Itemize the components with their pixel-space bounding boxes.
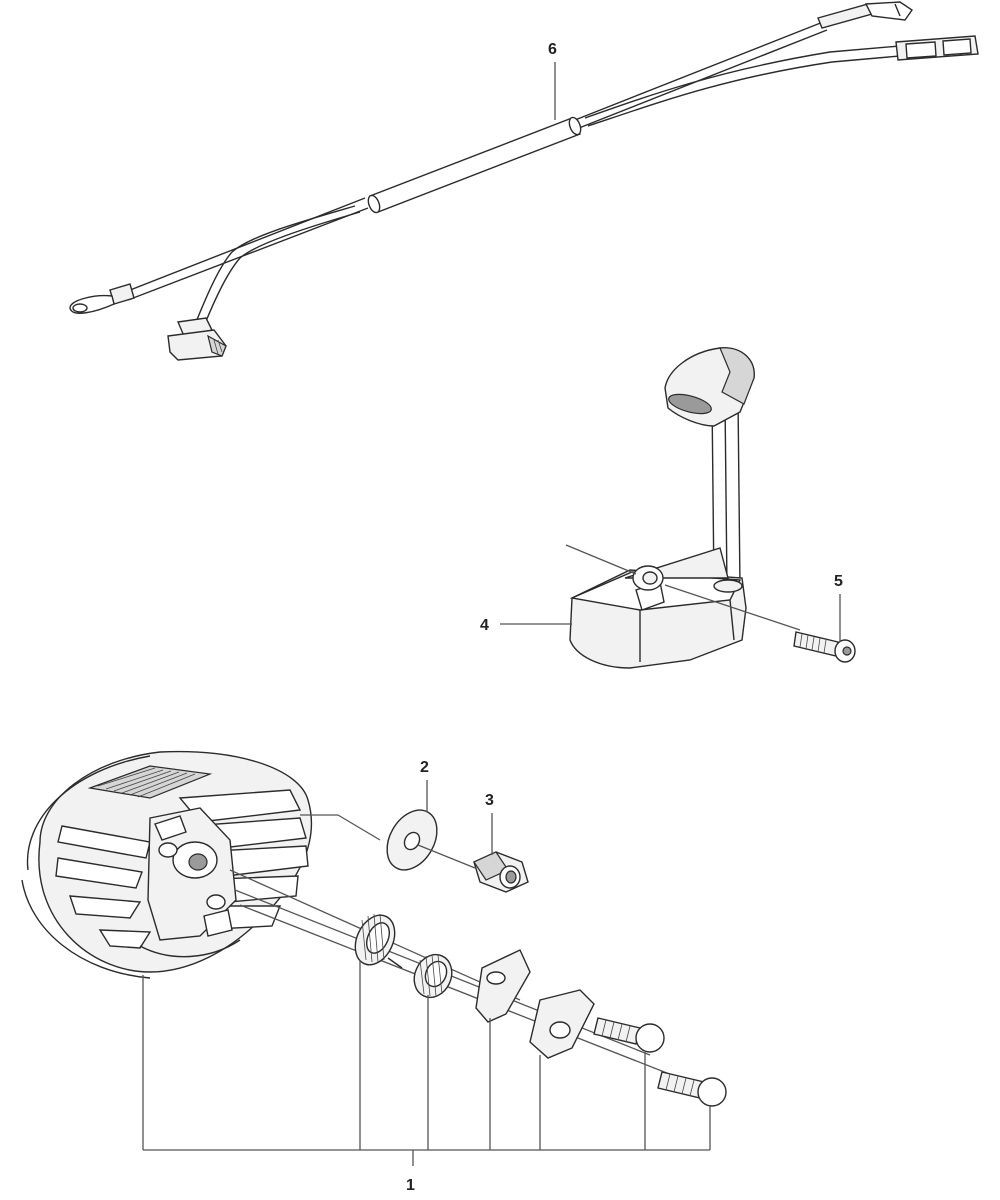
spring-lower [413,953,453,999]
callout-5: 5 [834,573,843,590]
ignition-module [569,347,755,669]
nut [473,851,529,893]
pawl-screw-upper [593,1017,665,1053]
washer [386,809,438,871]
leader-1-bracket [142,960,711,1166]
pawl-lower [529,989,595,1059]
callout-6: 6 [548,41,557,58]
callout-2: 2 [420,759,429,776]
pawl-upper [475,949,531,1023]
wire-harness [69,1,979,361]
callout-1: 1 [406,1177,415,1194]
spring-upper [354,913,403,969]
flywheel [21,750,313,979]
callout-3: 3 [485,792,494,809]
pawl-screw-lower [657,1071,727,1107]
callout-4: 4 [480,617,489,634]
module-screw [793,631,856,663]
